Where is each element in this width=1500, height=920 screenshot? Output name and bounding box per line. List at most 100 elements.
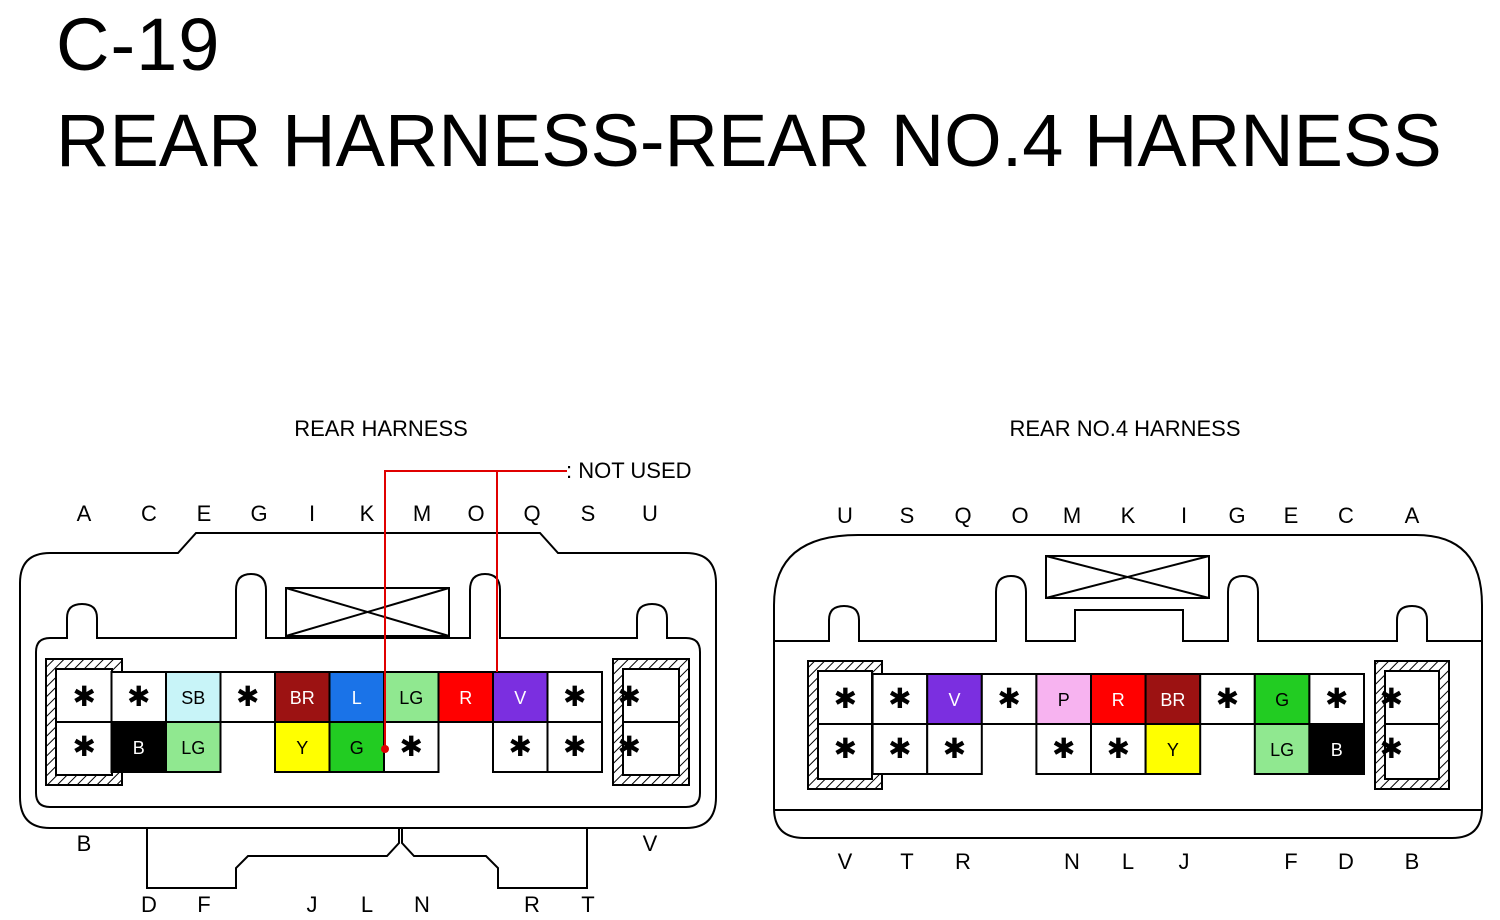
pin-letter: I	[1181, 503, 1187, 528]
pin-cell	[1199, 673, 1256, 725]
pin-cell	[546, 671, 603, 723]
pin-letter: A	[77, 501, 92, 526]
pin-not-used-mark: ✱	[236, 681, 259, 712]
pin-letter: T	[581, 892, 594, 917]
rear-no4-harness-cavity	[774, 574, 1482, 642]
pin-letter: L	[361, 892, 373, 917]
pin-wire-color: Y	[296, 738, 308, 758]
pin-cell	[328, 721, 385, 773]
pin-letter: G	[250, 501, 267, 526]
pin-wire-color: BR	[290, 688, 315, 708]
pin-letter: S	[900, 503, 915, 528]
pin-letter: J	[1179, 849, 1190, 874]
pin-wire-color: LG	[1270, 740, 1294, 760]
pin-cell	[1308, 673, 1366, 725]
rear-harness-lock-bracket	[146, 828, 400, 889]
pin-not-used-mark: ✱	[1380, 683, 1403, 714]
pin-not-used-mark: ✱	[1380, 733, 1403, 764]
pin-cell	[1308, 723, 1366, 775]
pin-letter: V	[838, 849, 853, 874]
pin-not-used-mark: ✱	[1216, 683, 1239, 714]
pin-letter: S	[581, 501, 596, 526]
pin-wire-color: G	[350, 738, 364, 758]
pin-letter: N	[414, 892, 430, 917]
pin-wire-color: V	[948, 690, 960, 710]
pin-wire-color: Y	[1167, 740, 1179, 760]
pin-letter: I	[309, 501, 315, 526]
pin-letter: J	[307, 892, 318, 917]
pin-letter: V	[643, 831, 658, 856]
pin-letter: B	[1405, 849, 1420, 874]
pin-wire-color: B	[133, 738, 145, 758]
pin-letter: K	[360, 501, 375, 526]
pin-not-used-mark: ✱	[943, 733, 966, 764]
pin-cell	[1144, 723, 1202, 775]
pin-not-used-mark: ✱	[563, 681, 586, 712]
pin-wire-color: BR	[1160, 690, 1185, 710]
rear-harness-cavity	[35, 572, 701, 808]
pin-letter: E	[1284, 503, 1299, 528]
pin-cell	[383, 721, 440, 773]
pin-not-used-mark: ✱	[834, 683, 857, 714]
pin-cell	[274, 671, 331, 723]
not-used-legend-label: : NOT USED	[566, 458, 692, 483]
pin-cell	[492, 721, 549, 773]
pin-cell	[871, 723, 929, 775]
pin-letter: A	[1405, 503, 1420, 528]
pin-cell	[1253, 723, 1311, 775]
pin-letter: C	[141, 501, 157, 526]
pin-not-used-mark: ✱	[563, 731, 586, 762]
pin-wire-color: LG	[181, 738, 205, 758]
pin-letter: R	[955, 849, 971, 874]
pin-letter: T	[900, 849, 913, 874]
pin-cell	[274, 721, 331, 773]
pin-letter: U	[837, 503, 853, 528]
rear-harness-housing	[19, 532, 717, 829]
connector-code: C-19	[56, 3, 221, 86]
rear-no4-harness-label: REAR NO.4 HARNESS	[1009, 416, 1240, 441]
pin-letter: O	[1011, 503, 1028, 528]
pin-letter: L	[1122, 849, 1134, 874]
pin-letter: K	[1121, 503, 1136, 528]
pin-letter: F	[197, 892, 210, 917]
not-used-dot	[381, 745, 389, 753]
pin-not-used-mark: ✱	[888, 733, 911, 764]
pin-letter: E	[197, 501, 212, 526]
rear-no4-harness-key-block	[1045, 555, 1210, 599]
pin-not-used-mark: ✱	[509, 731, 532, 762]
pin-cell	[110, 671, 167, 723]
pin-cell	[980, 673, 1038, 725]
pin-cell	[165, 721, 222, 773]
pin-letter: B	[77, 831, 92, 856]
pin-letter: U	[642, 501, 658, 526]
pin-letter: F	[1284, 849, 1297, 874]
rear-harness-label: REAR HARNESS	[294, 416, 468, 441]
pin-wire-color: G	[1275, 690, 1289, 710]
not-used-marker	[381, 470, 567, 753]
pin-cell	[926, 723, 983, 775]
not-used-leader-line	[384, 470, 567, 749]
rear-no4-harness-housing	[773, 534, 1483, 839]
pin-letter: D	[141, 892, 157, 917]
pin-not-used-mark: ✱	[400, 731, 423, 762]
pin-wire-color: L	[352, 688, 362, 708]
pin-wire-color: B	[1331, 740, 1343, 760]
pin-letter: N	[1064, 849, 1080, 874]
pin-letter: R	[524, 892, 540, 917]
pin-wire-color: R	[459, 688, 472, 708]
pin-not-used-mark: ✱	[997, 683, 1020, 714]
pin-cell	[871, 673, 929, 725]
pin-letter: G	[1228, 503, 1245, 528]
pin-not-used-mark: ✱	[73, 731, 96, 762]
pin-not-used-mark: ✱	[618, 681, 641, 712]
pin-not-used-mark: ✱	[1052, 733, 1075, 764]
rear-harness-key-block	[285, 587, 450, 637]
pin-not-used-mark: ✱	[834, 733, 857, 764]
pin-cell	[546, 721, 603, 773]
pin-not-used-mark: ✱	[888, 683, 911, 714]
